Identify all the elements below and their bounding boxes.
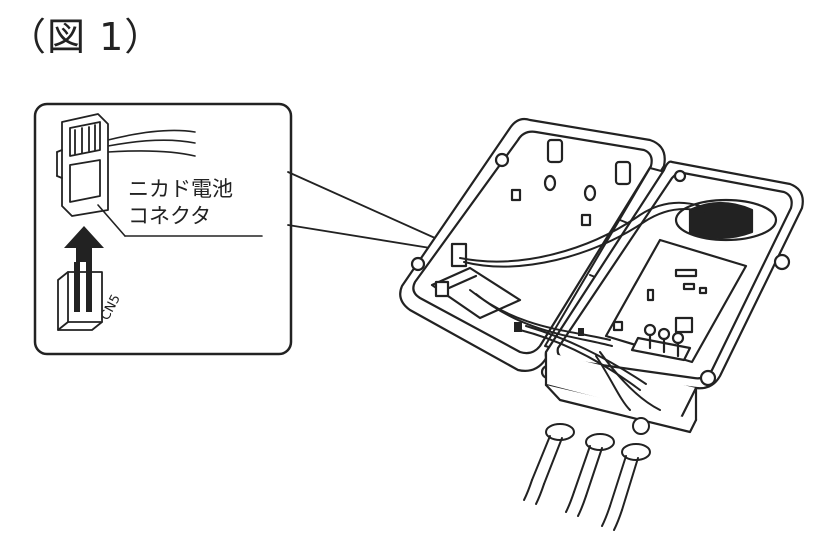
connector-label-line1: ニカド電池 [128, 177, 233, 201]
pin-header-icon [57, 262, 103, 331]
up-arrow-icon [64, 226, 104, 262]
connector-label-line2: コネクタ [128, 204, 212, 228]
callout-wires [107, 129, 196, 157]
device-cables [523, 417, 651, 531]
device-wires [459, 201, 705, 411]
label-underline [97, 204, 263, 237]
connector-icon [56, 113, 109, 217]
device-lid [399, 117, 666, 380]
figure-title: （図 1） [8, 15, 164, 59]
connector-label: ニカド電池 コネクタ [128, 176, 233, 230]
device-base [544, 160, 804, 434]
callout-leader-lines [287, 171, 456, 253]
